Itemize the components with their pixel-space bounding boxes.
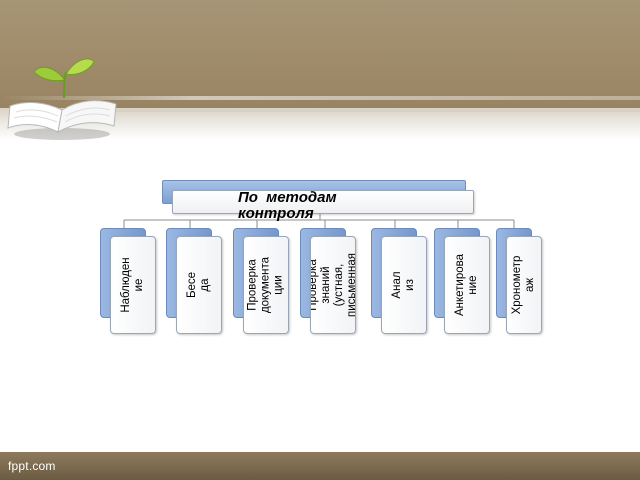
root-node-label: По методам контроля [238, 189, 337, 222]
child-node-document-check: Проверка документа ции [243, 236, 289, 334]
child-node-timing: Хронометр аж [506, 236, 542, 334]
child-node-analysis: Анал из [381, 236, 427, 334]
child-node-label: Бесе да [186, 271, 211, 299]
header-band [0, 0, 640, 108]
child-node-observation: Наблюден ие [110, 236, 156, 334]
child-node-label: Хронометр аж [511, 255, 536, 315]
child-node-conversation: Бесе да [176, 236, 222, 334]
header-highlight-line [0, 96, 640, 100]
header-divider [90, 110, 640, 112]
child-node-label: Анал из [391, 271, 416, 299]
book-sprout-icon [7, 58, 117, 140]
child-node-label: Анкетирова ние [454, 253, 479, 317]
footer-band [0, 452, 640, 480]
child-node-label: Проверка знаний (устная, письменная [310, 252, 356, 318]
footer-brand: fppt.com [8, 459, 56, 473]
root-node [172, 190, 474, 214]
child-node-knowledge-check: Проверка знаний (устная, письменная [310, 236, 356, 334]
child-node-label: Наблюден ие [120, 257, 145, 313]
child-node-survey: Анкетирова ние [444, 236, 490, 334]
child-node-label: Проверка документа ции [246, 256, 285, 314]
